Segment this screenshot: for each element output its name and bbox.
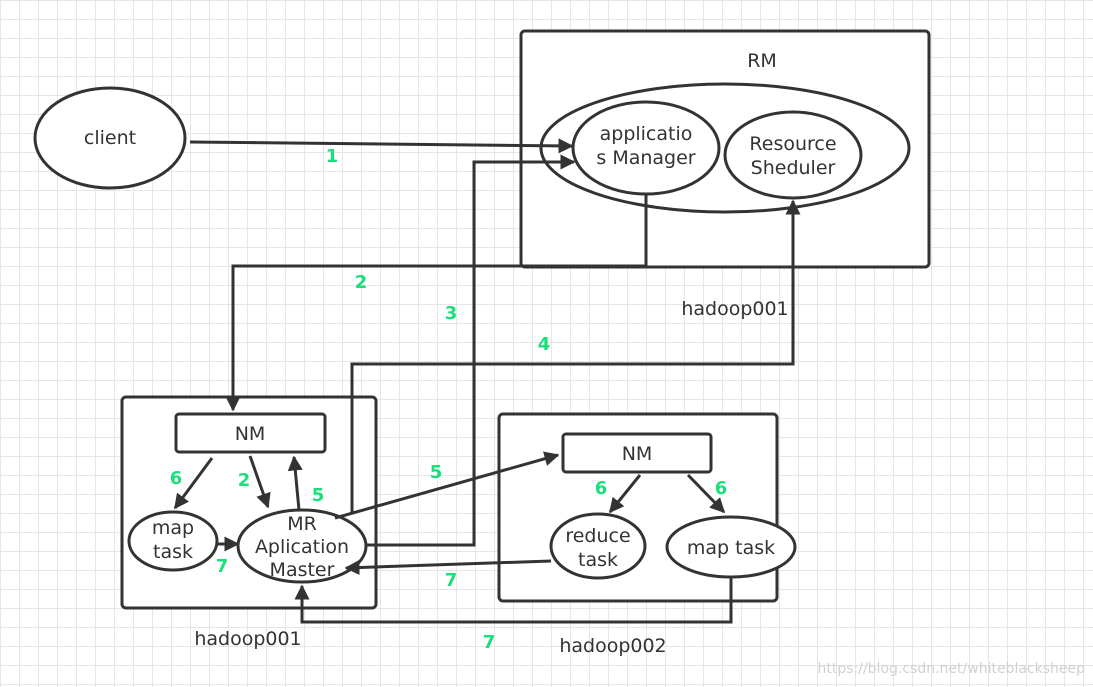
app-manager-label-line1: applicatio <box>600 123 693 145</box>
scheduler-label-line2: Sheduler <box>751 157 836 179</box>
step-label: 6 <box>170 468 183 489</box>
rm-title: RM <box>747 50 777 72</box>
edge-reduce-to-master <box>344 559 552 576</box>
step-label: 4 <box>538 334 551 355</box>
step-label: 3 <box>445 303 458 324</box>
step-label: 6 <box>595 478 608 499</box>
edge-master-to-node2-nm <box>334 451 560 520</box>
reduce-label-line2: task <box>578 549 618 571</box>
node1-nm-box[interactable] <box>174 412 327 454</box>
reduce-task-node[interactable] <box>549 512 647 580</box>
edge-node2-nm-to-map-task <box>686 473 726 514</box>
node2-host-label: hadoop002 <box>559 635 666 657</box>
app-manager-label-line2: s Manager <box>596 147 695 169</box>
node1-map-task-node[interactable] <box>127 510 219 572</box>
client-label: client <box>84 127 136 149</box>
node1-host-label: hadoop001 <box>194 628 301 650</box>
node2-nm-label: NM <box>622 443 653 465</box>
scheduler-label-line1: Resource <box>749 133 836 155</box>
edge-node1-nm-to-map-task <box>173 457 214 510</box>
watermark: https://blog.csdn.net/whiteblacksheep <box>817 661 1085 677</box>
resource-scheduler-node[interactable] <box>723 110 863 200</box>
edge-appmanager-to-node1-nm <box>225 193 648 412</box>
master-label-line3: Master <box>270 559 335 581</box>
step-label: 2 <box>355 272 368 293</box>
step-label: 1 <box>326 146 339 167</box>
edge-client-to-appmanager <box>189 138 574 154</box>
step-label: 7 <box>445 570 458 591</box>
node1-nm-label: NM <box>235 423 266 445</box>
step-label: 6 <box>715 478 728 499</box>
reduce-label-line1: reduce <box>565 525 630 547</box>
edge-node2-nm-to-reduce <box>608 474 642 514</box>
step-label: 5 <box>430 462 443 483</box>
edge-master-register-appmanager <box>366 154 576 547</box>
node2-map-task-node[interactable] <box>665 515 797 579</box>
step-label: 5 <box>312 485 325 506</box>
client-node[interactable] <box>33 86 187 190</box>
edge-node2-map-to-master <box>294 578 733 624</box>
node2-map-label: map task <box>687 537 775 559</box>
node2-nm-box[interactable] <box>561 432 713 474</box>
step-label: 7 <box>483 632 496 653</box>
rm-host-label: hadoop001 <box>681 298 788 320</box>
step-label: 2 <box>238 470 251 491</box>
node1-map-label-line2: task <box>153 541 193 563</box>
step-label: 7 <box>216 556 229 577</box>
edge-master-request-scheduler <box>350 199 801 512</box>
edge-nm-launch-master <box>248 455 271 509</box>
edge-master-to-node1-nm <box>287 455 303 511</box>
node1-map-label-line1: map <box>152 517 194 539</box>
master-label-line1: MR <box>287 513 317 535</box>
master-label-line2: Aplication <box>255 536 349 558</box>
